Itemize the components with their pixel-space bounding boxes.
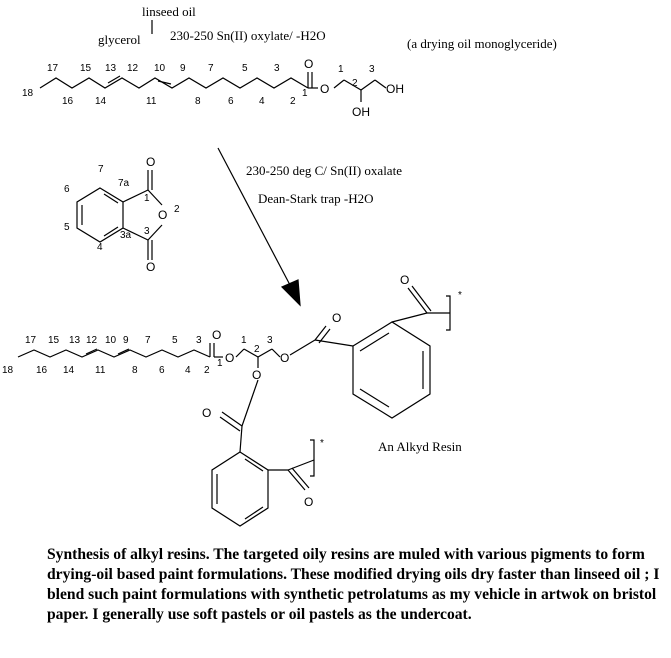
mono-c3: 3 [274, 63, 280, 74]
anh-c5: 5 [64, 222, 70, 233]
alkyd-c18: 18 [2, 365, 14, 376]
alkyd-carbonyl-o: O [212, 328, 221, 342]
mono-c1: 1 [302, 88, 308, 99]
alkyd-c10: 10 [105, 335, 117, 346]
mono-oh-secondary: OH [352, 105, 370, 119]
reaction-arrow-2 [217, 147, 301, 307]
repeat-marker-upper: * [458, 290, 462, 301]
mono-c18: 18 [22, 88, 34, 99]
mono-c5: 5 [242, 63, 248, 74]
alkyd-c16: 16 [36, 365, 48, 376]
reaction2-conditions-line2: Dean-Stark trap -H2O [258, 191, 374, 206]
mono-oh-terminal: OH [386, 82, 404, 96]
alkyd-c15: 15 [48, 335, 60, 346]
reaction-scheme: linseed oil glycerol 230-250 Sn(II) oxyl… [2, 4, 557, 527]
alkyd-c6: 6 [159, 365, 165, 376]
mono-carbonyl-o: O [304, 57, 313, 71]
alkyd-ester-o-2: O [280, 351, 289, 365]
anh-c7: 7 [98, 164, 104, 175]
alkyd-c13: 13 [69, 335, 81, 346]
anh-o-ring: O [158, 208, 167, 222]
anh-o-bottom: O [146, 260, 155, 274]
mono-gly-3: 3 [369, 64, 375, 75]
anh-c3: 3 [144, 226, 150, 237]
alkyd-ester-o: O [225, 351, 234, 365]
mono-c16: 16 [62, 96, 74, 107]
mono-c15: 15 [80, 63, 92, 74]
alkyd-c8: 8 [132, 365, 138, 376]
mono-c7: 7 [208, 63, 214, 74]
reaction1-conditions: 230-250 Sn(II) oxylate/ -H2O [170, 28, 326, 43]
mono-c6: 6 [228, 96, 234, 107]
mono-c4: 4 [259, 96, 265, 107]
alkyd-gly-2: 2 [254, 344, 260, 355]
mono-c8: 8 [195, 96, 201, 107]
mono-c10: 10 [154, 63, 166, 74]
alkyd-lower-end-o: O [304, 495, 313, 509]
monoglyceride-structure [39, 72, 387, 102]
alkyd-c3: 3 [196, 335, 202, 346]
alkyd-gly-3: 3 [267, 335, 273, 346]
phthalic-anhydride-structure [76, 170, 163, 260]
mono-c11: 11 [146, 96, 157, 107]
alkyd-gly-1: 1 [241, 335, 247, 346]
anh-o-top: O [146, 155, 155, 169]
alkyd-c17: 17 [25, 335, 37, 346]
alkyd-c4: 4 [185, 365, 191, 376]
anh-c1: 1 [144, 193, 150, 204]
anh-c7a: 7a [118, 178, 130, 189]
anh-c4: 4 [97, 242, 103, 253]
alkyd-lower-carbonyl-o: O [202, 406, 211, 420]
mono-c9: 9 [180, 63, 186, 74]
mono-gly-1: 1 [338, 64, 344, 75]
alkyd-ester-o-3: O [252, 368, 261, 382]
alkyd-upper-carbonyl-o: O [332, 311, 341, 325]
mono-c14: 14 [95, 96, 107, 107]
alkyd-resin-structure [17, 285, 451, 527]
mono-c13: 13 [105, 63, 117, 74]
alkyd-c1: 1 [217, 358, 223, 369]
mono-gly-2: 2 [352, 78, 358, 89]
reagent-glycerol: glycerol [98, 32, 141, 47]
repeat-marker-lower: * [320, 438, 324, 449]
alkyd-c7: 7 [145, 335, 151, 346]
product-note: (a drying oil monoglyceride) [407, 36, 557, 51]
alkyd-c2: 2 [204, 365, 210, 376]
alkyd-upper-end-o: O [400, 273, 409, 287]
alkyd-c12: 12 [86, 335, 98, 346]
anh-o2-num: 2 [174, 204, 180, 215]
alkyd-c5: 5 [172, 335, 178, 346]
anh-c6: 6 [64, 184, 70, 195]
mono-c12: 12 [127, 63, 139, 74]
mono-c17: 17 [47, 63, 59, 74]
alkyd-c11: 11 [95, 365, 106, 376]
alkyd-resin-label: An Alkyd Resin [378, 439, 462, 454]
reaction2-conditions-line1: 230-250 deg C/ Sn(II) oxalate [246, 163, 402, 178]
mono-c2: 2 [290, 96, 296, 107]
reagent-linseed-oil: linseed oil [142, 4, 196, 19]
caption-text: Synthesis of alkyl resins. The targeted … [47, 546, 660, 623]
mono-ester-o: O [320, 82, 329, 96]
alkyd-c9: 9 [123, 335, 129, 346]
anh-c3a: 3a [120, 230, 132, 241]
alkyd-c14: 14 [63, 365, 75, 376]
